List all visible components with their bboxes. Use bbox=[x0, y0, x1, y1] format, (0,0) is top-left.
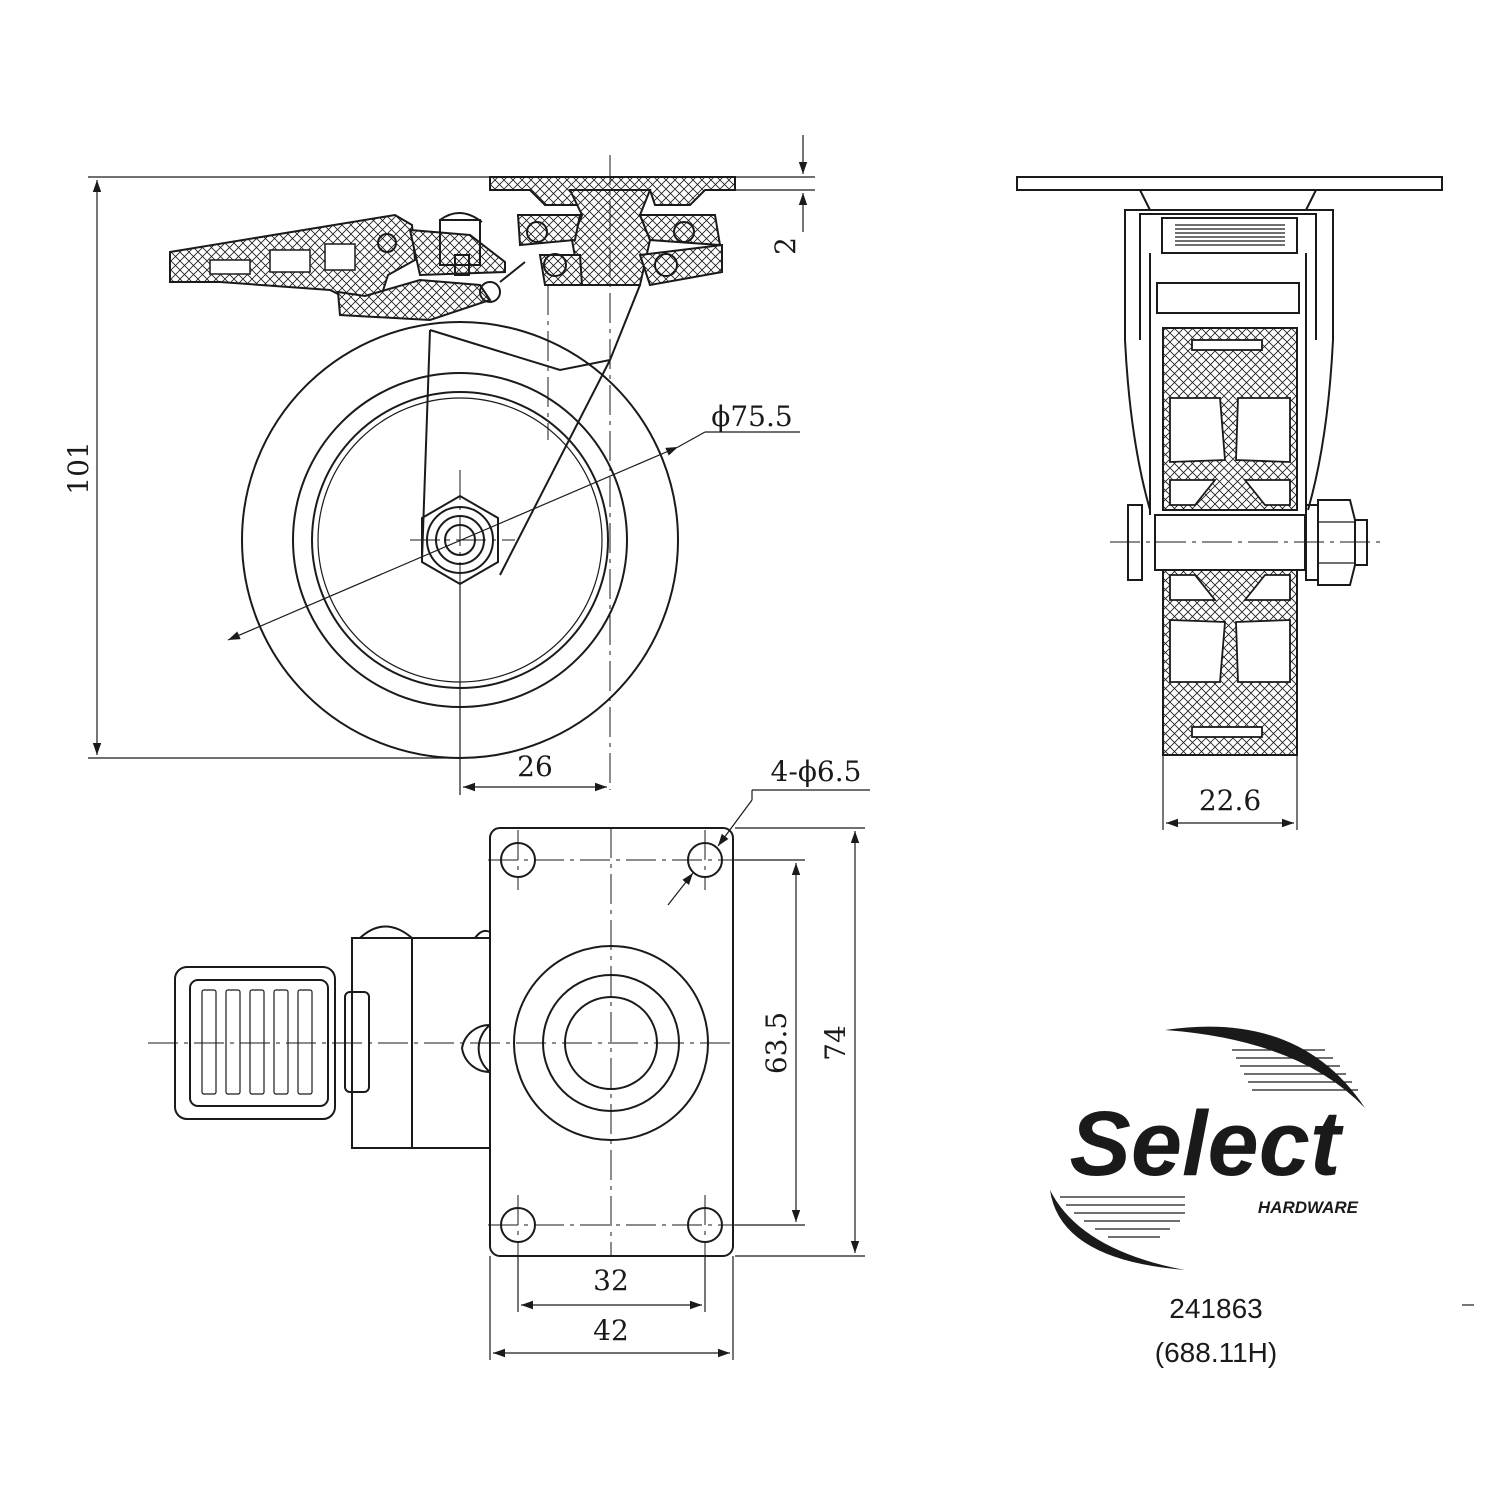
select-hardware-logo: Select HARDWARE bbox=[1050, 1026, 1365, 1270]
side-view bbox=[169, 155, 736, 790]
article-number: 241863 bbox=[1169, 1293, 1262, 1324]
hole-spacing-vertical-label: 63.5 bbox=[760, 1012, 793, 1074]
bolt-holes-label: 4-ϕ6.5 bbox=[771, 755, 862, 788]
wheel-width-label: 22.6 bbox=[1199, 784, 1261, 817]
plate-thickness-label: 2 bbox=[769, 237, 802, 255]
front-view bbox=[1016, 176, 1443, 756]
front-view-dimensions: 22.6 bbox=[1162, 755, 1298, 830]
top-view-dimensions: 4-ϕ6.5 63.5 74 32 42 bbox=[489, 755, 870, 1360]
hole-spacing-horizontal-label: 32 bbox=[593, 1264, 629, 1297]
side-view-dimensions: 101 2 ϕ75.5 26 bbox=[62, 135, 815, 795]
wheel-diameter-label: ϕ75.5 bbox=[711, 400, 792, 433]
plate-width-label: 42 bbox=[593, 1314, 629, 1347]
top-view bbox=[148, 827, 735, 1257]
overall-height-label: 101 bbox=[62, 441, 95, 494]
swivel-offset-label: 26 bbox=[517, 750, 553, 783]
model-code: (688.11H) bbox=[1155, 1337, 1277, 1368]
logo-sub: HARDWARE bbox=[1258, 1198, 1359, 1217]
logo-brand: Select bbox=[1069, 1093, 1343, 1195]
plate-length-label: 74 bbox=[819, 1025, 852, 1061]
